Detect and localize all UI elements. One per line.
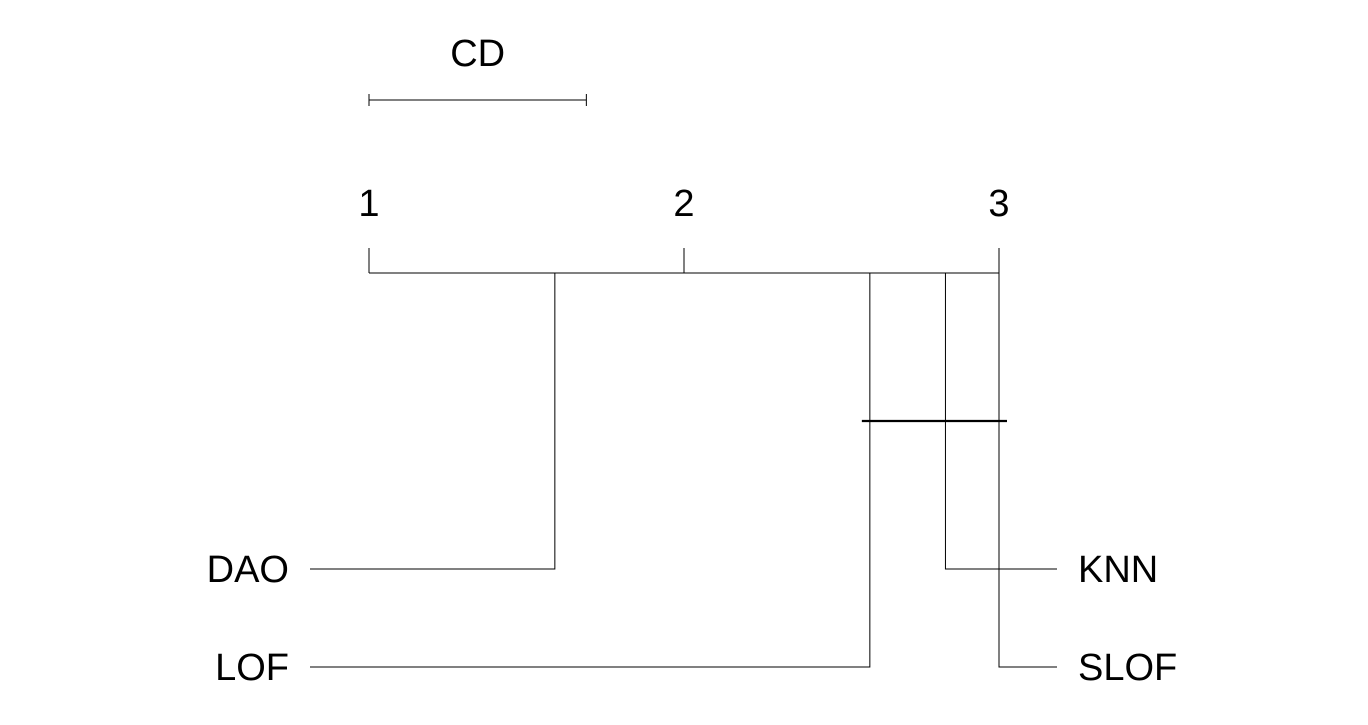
method-label-dao: DAO bbox=[207, 549, 289, 591]
tick-label-3: 3 bbox=[988, 183, 1009, 225]
method-line-lof bbox=[310, 273, 871, 668]
tick-label-2: 2 bbox=[673, 183, 694, 225]
method-line-slof bbox=[998, 273, 1057, 668]
cd-label: CD bbox=[450, 33, 505, 75]
tick-label-1: 1 bbox=[358, 183, 379, 225]
method-label-slof: SLOF bbox=[1078, 647, 1177, 689]
method-line-knn bbox=[944, 273, 1057, 570]
method-label-lof: LOF bbox=[215, 647, 289, 689]
method-line-dao bbox=[310, 273, 556, 570]
method-label-knn: KNN bbox=[1078, 549, 1158, 591]
